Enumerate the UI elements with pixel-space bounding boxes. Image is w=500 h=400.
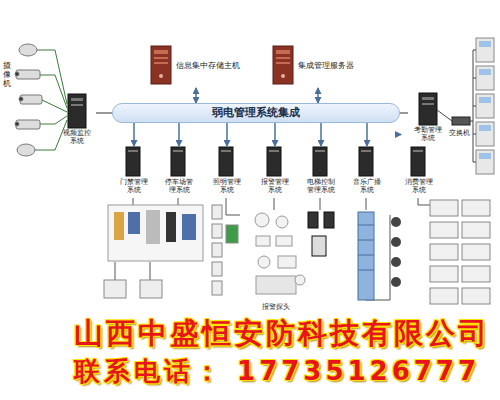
- video-server-icon: [68, 94, 86, 128]
- node-label: 弱电管理系统集成: [212, 107, 300, 120]
- camera-icons: [15, 44, 42, 156]
- network-switch: [437, 110, 470, 125]
- system-node: 消费管理系统: [401, 146, 437, 194]
- pos-terminals: [430, 200, 490, 304]
- door-parking-devices: [104, 205, 203, 298]
- node-label: 音乐广播系统: [352, 178, 382, 194]
- detector-label: 报警探头: [262, 302, 290, 312]
- node-label: 视频监控系统: [62, 129, 92, 145]
- card-readers: [470, 38, 494, 174]
- management-server-icon: [273, 46, 293, 84]
- connector: [400, 113, 408, 114]
- connector: [400, 134, 401, 136]
- system-node: 门禁管理系统: [116, 146, 152, 194]
- camera-wires: [35, 50, 67, 150]
- node-label: 照明管理系统: [212, 178, 242, 194]
- connector: [317, 88, 319, 103]
- subsystem-server-panels: [128, 150, 423, 152]
- connector: [366, 123, 368, 146]
- storage-server-icon: [151, 46, 171, 84]
- system-node: 照明管理系统: [209, 146, 245, 194]
- node-label: 信息集中存储主机: [176, 61, 240, 70]
- company-name: 山西中盛恒安防科技有限公司: [74, 314, 490, 354]
- system-node: 报警管理系统: [257, 146, 293, 194]
- elevator-controls: [308, 212, 334, 256]
- node-label: 电梯控制管理系统: [306, 178, 336, 194]
- subsystem-server-icons: [126, 147, 425, 176]
- node-label: 消费管理系统: [404, 178, 434, 194]
- connector: [195, 88, 197, 103]
- broadcast-equipment: [358, 212, 401, 300]
- lighting-devices: [212, 205, 238, 295]
- phone-number: 联系电话： 17735126777: [74, 354, 480, 389]
- integration-band: 弱电管理系统集成: [112, 103, 400, 123]
- connector: [320, 123, 322, 146]
- node-label: 停车场管理系统: [164, 178, 194, 194]
- connector: [96, 113, 112, 114]
- system-node: 考勤管理系统: [408, 92, 448, 142]
- alarm-detectors: [255, 213, 305, 294]
- connector: [274, 123, 276, 146]
- connector: [133, 123, 135, 146]
- switch-label: 交换机: [449, 128, 470, 138]
- system-node: 电梯控制管理系统: [303, 146, 339, 194]
- node-label: 门禁管理系统: [119, 178, 149, 194]
- system-node: 集成管理服务器: [270, 44, 366, 88]
- node-label: 集成管理服务器: [298, 61, 362, 70]
- system-node: 视频监控系统: [58, 92, 96, 145]
- camera-label: 摄像机: [3, 62, 11, 88]
- node-label: 报警管理系统: [260, 178, 290, 194]
- system-node: 音乐广播系统: [349, 146, 385, 194]
- system-node: 停车场管理系统: [161, 146, 197, 194]
- node-label: 考勤管理系统: [413, 126, 443, 142]
- system-node: 信息集中存储主机: [148, 44, 244, 88]
- connector: [226, 123, 228, 146]
- connector: [178, 123, 180, 146]
- attendance-server-icon: [419, 93, 437, 125]
